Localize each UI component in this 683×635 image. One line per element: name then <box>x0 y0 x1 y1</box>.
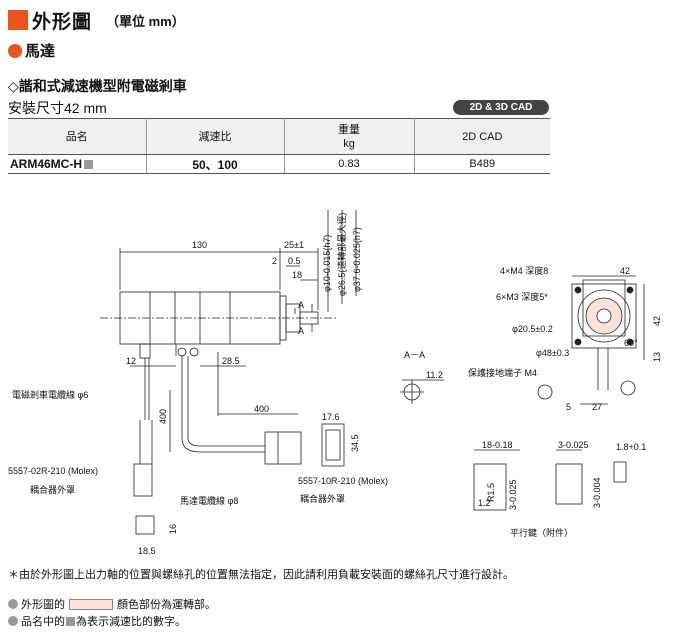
dim-27: 27 <box>592 402 602 412</box>
key-width: 18-0.18 <box>482 440 513 450</box>
dim-400-h: 400 <box>254 404 269 414</box>
dim-400-v: 400 <box>158 409 168 424</box>
dim-42-top: 42 <box>620 266 630 276</box>
bullet-icon <box>8 599 18 609</box>
ratio-placeholder-icon <box>66 616 75 626</box>
key-label: 平行鍵（附件） <box>510 527 573 538</box>
cad-badge[interactable]: 2D & 3D CAD <box>453 100 549 115</box>
table-row: ARM46MC-H 50、100 0.83 B489 <box>8 154 550 174</box>
spec-table: 品名 減速比 重量 kg 2D CAD ARM46MC-H 50、100 0.8… <box>8 118 550 174</box>
coupler-label-1: 耦合器外罩 <box>30 484 75 495</box>
brake-cable-label: 電磁剎車電纜線 φ6 <box>12 389 88 400</box>
page-title: 外形圖 （單位 mm） <box>8 8 185 33</box>
key-thickness: 3-0.025 <box>558 440 589 450</box>
key-height-2: 3-0.004 <box>592 477 602 508</box>
header-weight-unit: kg <box>343 137 355 150</box>
section-mark-top: A <box>298 300 304 310</box>
terminal-icon <box>189 347 199 357</box>
cell-cad[interactable]: B489 <box>414 154 550 174</box>
m4-holes: 4×M4 深度8 <box>500 265 548 276</box>
dim-17-6: 17.6 <box>322 412 340 422</box>
header-model: 品名 <box>8 118 147 155</box>
key-1-2: 1.2 <box>478 498 491 508</box>
moving-part-swatch <box>69 598 113 610</box>
dim-18-5: 18.5 <box>138 546 156 556</box>
color-note-suffix: 顏色部份為運轉部。 <box>117 599 216 611</box>
dim-42-side: 42 <box>652 316 662 326</box>
key-r: R1.5 <box>486 483 496 502</box>
dim-11-2: 11.2 <box>426 370 443 380</box>
dim-12: 12 <box>126 356 136 366</box>
molex-10-label: 5557-10R-210 (Molex) <box>298 476 388 486</box>
title-unit: （單位 mm） <box>106 13 185 29</box>
model-note: 品名中的 為表示減速比的數字。 <box>8 613 186 629</box>
motor-connector <box>264 431 302 465</box>
dim-2: 2 <box>272 256 277 266</box>
dim-phi10: φ10-0.015(h7) <box>322 235 332 292</box>
dim-phi37-6: φ37.6-0.025(h7) <box>352 227 362 292</box>
ratio-placeholder-icon <box>84 160 93 169</box>
design-note: ＊由於外形圖上出力軸的位置與螺絲孔的位置無法指定，因此請利用負載安裝面的螺絲孔尺… <box>8 569 514 581</box>
dim-13: 13 <box>652 352 662 362</box>
product-subtitle: ◇諧和式減速機型附電磁剎車 <box>8 78 187 94</box>
dim-34-5: 34.5 <box>350 434 360 452</box>
dim-18: 18 <box>292 270 302 280</box>
key-depth: 1.8+0.1 <box>616 442 646 452</box>
pcd-20-5: φ20.5±0.2 <box>512 324 553 334</box>
dim-130: 130 <box>192 240 207 250</box>
ground-label: 保護接地端子 M4 <box>468 367 537 378</box>
section-bullet <box>8 43 22 58</box>
cell-ratio: 50、100 <box>146 154 285 174</box>
header-weight: 重量 kg <box>284 118 415 155</box>
mount-size: 安裝尺寸42 mm <box>8 100 107 116</box>
section-label: 馬達 <box>25 43 56 60</box>
title-text: 外形圖 <box>32 11 93 33</box>
dim-25: 25±1 <box>284 240 304 250</box>
dim-0-5: 0.5 <box>288 256 301 266</box>
ground-symbol-icon <box>177 347 187 357</box>
angle-60: 60° <box>624 338 638 348</box>
flange-circle <box>577 289 631 343</box>
color-note-prefix: 外形圖的 <box>21 599 65 611</box>
dim-16: 16 <box>168 524 178 534</box>
model-name: ARM46MC-H <box>10 157 82 171</box>
section-title: A－A <box>404 350 425 360</box>
model-note-prefix: 品名中的 <box>21 616 65 628</box>
bullet-icon <box>8 616 18 626</box>
section-heading: 馬達 <box>8 40 55 61</box>
cell-model: ARM46MC-H <box>8 154 147 174</box>
cell-weight: 0.83 <box>284 154 415 174</box>
model-note-suffix: 為表示減速比的數字。 <box>76 616 186 628</box>
title-marker <box>8 10 28 30</box>
dim-28-5: 28.5 <box>222 356 240 366</box>
pcd-48: φ48±0.3 <box>536 348 569 358</box>
brake-connector <box>133 463 153 497</box>
key-height: 3-0.025 <box>508 479 518 510</box>
motor-cable-label: 馬達電纜線 φ8 <box>180 495 238 506</box>
m3-holes: 6×M3 深度5* <box>496 291 548 302</box>
color-note: 外形圖的 顏色部份為運轉部。 <box>8 596 216 612</box>
header-weight-label: 重量 <box>338 123 360 136</box>
molex-02-label: 5557-02R-210 (Molex) <box>8 466 98 476</box>
dim-5: 5 <box>566 402 571 412</box>
coupler-label-2: 耦合器外罩 <box>300 493 345 504</box>
dim-phi26-5: φ26.5(速轉部最大徑) <box>336 213 347 296</box>
section-mark-bottom: A <box>298 326 304 336</box>
header-ratio: 減速比 <box>146 118 285 155</box>
dimension-drawing: 130 25±1 2 0.5 18 φ10-0.015(h7) φ26.5(速轉… <box>8 210 662 556</box>
header-cad: 2D CAD <box>414 118 550 155</box>
